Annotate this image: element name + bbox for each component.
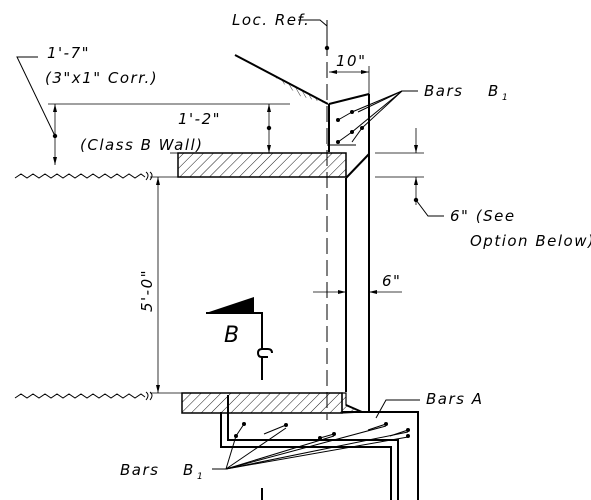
bars-b1-bottom-label: Bars [120,461,159,479]
bars-b1-top-subscript: 1 [502,93,509,103]
dim-1-2 [170,104,272,154]
dim-6-see-label: 6" (See [450,207,516,225]
section-marker-b [206,297,273,380]
dim-5-0 [150,176,182,394]
dim-10 [329,66,370,94]
bottom-slab [181,392,363,414]
dim-1-7-label: 1'-7" [47,44,90,62]
dim-6-see [375,128,444,217]
bars-b1-bottom-subscript: 1 [197,472,204,482]
section-b-label: B [224,323,239,348]
bars-b1-top-label: Bars [424,82,463,100]
wall-stem [328,93,370,412]
backfill-slope [234,54,329,105]
dim-1-7 [16,56,290,165]
bars-b1-bottom-b: B [183,461,195,479]
bars-b1-upper [336,90,418,144]
dim-6 [313,290,402,294]
dim-1-2-label: 1'-2" [178,110,221,128]
bars-b1-lower [212,422,410,470]
ground-line-upper [14,171,153,181]
corr-label: (3"x1" Corr.) [45,69,158,87]
bars-a-label: Bars A [426,390,484,408]
ground-line-lower [14,391,153,401]
dim-5-0-label: 5'-0" [138,269,156,312]
top-slab [177,152,347,178]
bars-a-leader [375,399,420,419]
centerline [298,19,330,420]
loc-ref-label: Loc. Ref. [232,11,310,29]
dim-6-label: 6" [382,272,401,290]
class-b-label: (Class B Wall) [80,136,204,154]
dim-10-label: 10" [336,52,367,70]
option-below-label: Option Below) [470,232,591,250]
bars-b1-top-b: B [488,82,500,100]
